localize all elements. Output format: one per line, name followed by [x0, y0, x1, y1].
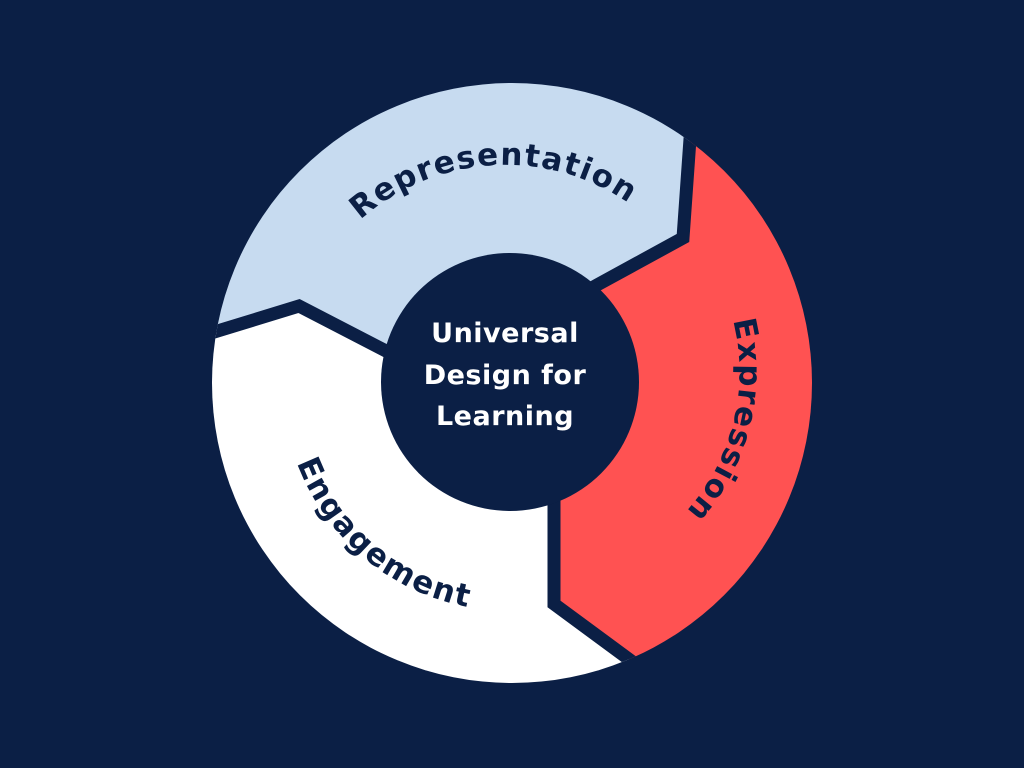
center-hub [381, 253, 639, 511]
segment-expression[interactable] [512, 40, 1024, 716]
center-title-line-2: Design for [424, 360, 587, 391]
center-title-line-1: Universal [431, 318, 579, 349]
segment-representation[interactable] [0, 0, 697, 383]
center-title-line-3: Learning [436, 401, 574, 432]
